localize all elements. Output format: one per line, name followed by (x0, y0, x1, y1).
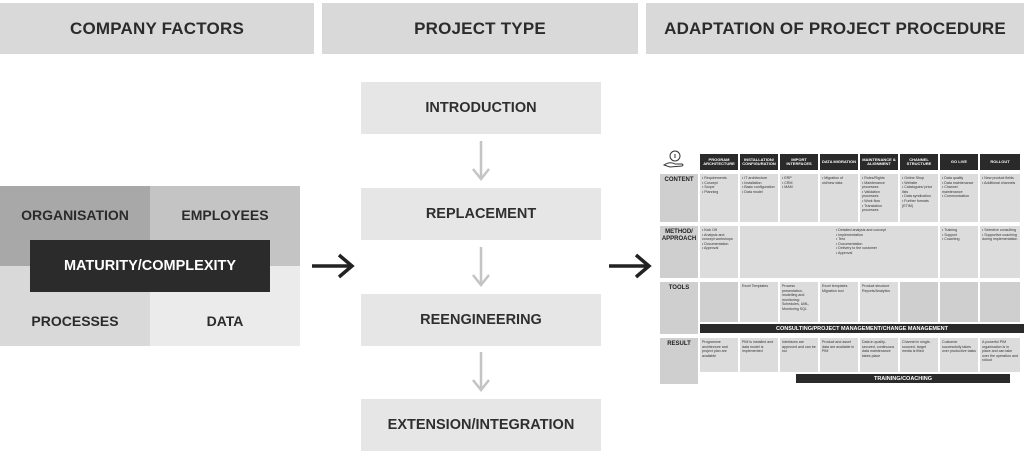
result-cell: Channel in single-sourced, target media … (900, 338, 938, 372)
phase-channel-structure: CHANNEL STRUCTURE (900, 154, 938, 170)
arrow-down-icon (472, 247, 490, 288)
result-cell: PIM is installed and data model is imple… (740, 338, 778, 372)
content-cell: • Migration of old/new data (820, 174, 858, 222)
phase-program-architecture: PROGRAM ARCHITECTURE (700, 154, 738, 170)
header-adaptation: ADAPTATION OF PROJECT PROCEDURE (646, 3, 1024, 54)
row-label-method: METHOD/ APPROACH (660, 226, 698, 278)
project-type-extension-integration: EXTENSION/INTEGRATION (361, 399, 601, 451)
phase-go-live: GO LIVE (940, 154, 978, 170)
row-label-result: RESULT (660, 338, 698, 384)
row-label-tools: TOOLS (660, 282, 698, 334)
tools-cell (940, 282, 978, 322)
company-factors-grid: ORGANISATION EMPLOYEES PROCESSES DATA MA… (0, 186, 300, 346)
result-cell: Product and asset data are available in … (820, 338, 858, 372)
phase-import-interfaces: IMPORT INTERFACES (780, 154, 818, 170)
content-cell: • Data quality• Data maintenance• Channe… (940, 174, 978, 222)
training-band: TRAINING/COACHING (796, 374, 1010, 383)
method-cell: • Selective consulting• Supportive coach… (980, 226, 1020, 278)
project-type-reengineering: REENGINEERING (361, 294, 601, 346)
result-cell: Data in quality-secured, continuous data… (860, 338, 898, 372)
arrow-right-icon (609, 253, 652, 279)
row-label-content: CONTENT (660, 174, 698, 222)
header-company-factors: COMPANY FACTORS (0, 3, 314, 54)
result-cell: A powerful PIM organisation is in place … (980, 338, 1020, 372)
tools-cell (980, 282, 1020, 322)
arrow-down-icon (472, 141, 490, 182)
info-hand-icon (662, 150, 684, 168)
tools-cell (700, 282, 738, 322)
arrow-down-icon (472, 352, 490, 393)
tools-cell: Process presentation, modelling and moni… (780, 282, 818, 322)
phase-installation: INSTALLATION/ CONFIGURATION (740, 154, 778, 170)
result-cell: Customer successfully takes over product… (940, 338, 978, 372)
content-cell: • ERP• CRM• MAM (780, 174, 818, 222)
arrow-right-icon (312, 253, 355, 279)
method-cell: • Training• Support• Coaching (940, 226, 978, 278)
header-project-type: PROJECT TYPE (322, 3, 638, 54)
project-type-replacement: REPLACEMENT (361, 188, 601, 240)
result-cell: Interfaces are approved and can be run (780, 338, 818, 372)
method-cell: • Kick Off• Analysis and concept worksho… (700, 226, 738, 278)
content-cell: • IT architecture• Installation• Basic c… (740, 174, 778, 222)
project-type-introduction: INTRODUCTION (361, 82, 601, 134)
tools-cell: Excel Templates (740, 282, 778, 322)
consulting-band: CONSULTING/PROJECT MANAGEMENT/CHANGE MAN… (700, 324, 1024, 333)
maturity-complexity-box: MATURITY/COMPLEXITY (30, 240, 270, 292)
quadrant-label: PROCESSES (31, 313, 119, 329)
phase-maintenance: MAINTENANCE & ALIGNMENT (860, 154, 898, 170)
quadrant-processes: PROCESSES (0, 266, 150, 346)
tools-cell: Product structure Reports/Analytics (860, 282, 898, 322)
content-cell: • Roles/Rights• Maintenance processes• V… (860, 174, 898, 222)
tools-cell (900, 282, 938, 322)
quadrant-label: DATA (206, 313, 244, 329)
phase-rollout: ROLLOUT (980, 154, 1020, 170)
method-cell: • Detailed analysis and concept• Impleme… (740, 226, 938, 278)
tools-cell: Excel templates Migration tool (820, 282, 858, 322)
procedure-matrix: PROGRAM ARCHITECTURE INSTALLATION/ CONFI… (660, 150, 1024, 386)
phase-data-migration: DATA MIGRATION (820, 154, 858, 170)
content-cell: • New product fields• Additional channel… (980, 174, 1020, 222)
quadrant-label: EMPLOYEES (181, 207, 269, 223)
result-cell: Programme architecture and project plan … (700, 338, 738, 372)
quadrant-label: ORGANISATION (21, 207, 129, 223)
content-cell: • Requirements• Concept• Scope• Planning (700, 174, 738, 222)
content-cell: • Online Shop• Website• Catalogues/ pric… (900, 174, 938, 222)
